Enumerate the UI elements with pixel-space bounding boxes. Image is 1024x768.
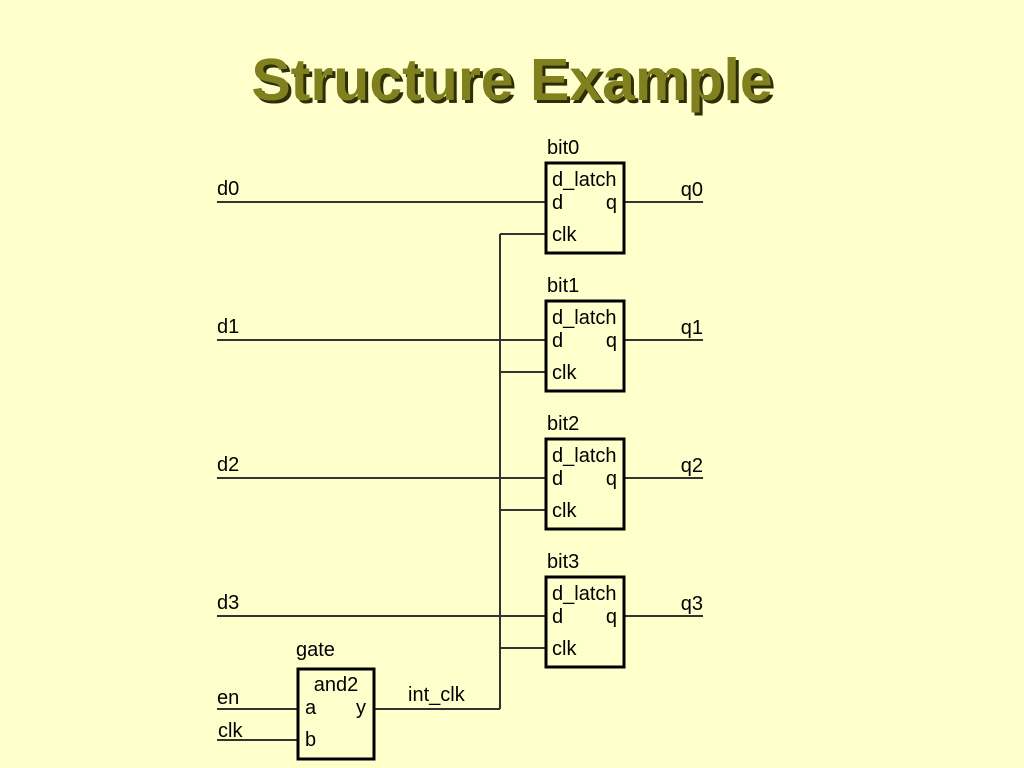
latch-port-q-label: q	[605, 606, 617, 628]
gate-component-label: and2	[313, 674, 359, 696]
latch-port-d-label: d	[552, 330, 564, 352]
latch-bit1: bit1 d_latch d q clk	[545, 275, 625, 391]
gate-and2: gate and2 a y b	[296, 639, 375, 759]
latch-port-clk-label: clk	[552, 638, 577, 660]
signal-label-d3: d3	[217, 592, 240, 614]
latch-instance-label: bit2	[547, 413, 580, 435]
latch-instance-label: bit3	[547, 551, 580, 573]
gate-port-y-label: y	[356, 697, 366, 719]
signal-label-q2: q2	[680, 455, 703, 477]
latch-bit3: bit3 d_latch d q clk	[545, 551, 625, 667]
latch-instance-label: bit0	[547, 137, 580, 159]
latch-port-d-label: d	[552, 468, 564, 490]
signal-label-d2: d2	[217, 454, 240, 476]
latch-port-clk-label: clk	[552, 500, 577, 522]
gate-port-b-label: b	[305, 729, 317, 751]
latch-box-bit1	[544, 299, 626, 393]
latch-bit2: bit2 d_latch d q clk	[545, 413, 625, 529]
latch-box-bit0	[544, 161, 626, 255]
latch-instance-label: bit1	[547, 275, 580, 297]
signal-label-d0: d0	[217, 178, 240, 200]
latch-port-q-label: q	[605, 192, 617, 214]
gate-instance-label: gate	[296, 639, 335, 661]
signal-label-q1: q1	[680, 317, 703, 339]
signal-label-en: en	[217, 687, 240, 709]
gate-port-a-label: a	[305, 697, 317, 719]
signal-label-q0: q0	[680, 179, 703, 201]
latch-port-clk-label: clk	[552, 224, 577, 246]
latch-component-label: d_latch	[552, 583, 617, 605]
latch-component-label: d_latch	[552, 169, 617, 191]
latch-port-d-label: d	[552, 192, 564, 214]
latch-component-label: d_latch	[552, 307, 617, 329]
latch-port-q-label: q	[605, 330, 617, 352]
latch-box-bit2	[544, 437, 626, 531]
gate-box	[296, 667, 376, 761]
latch-port-d-label: d	[552, 606, 564, 628]
latch-box-bit3	[544, 575, 626, 669]
latch-port-q-label: q	[605, 468, 617, 490]
latch-bit0: bit0 d_latch d q clk	[545, 137, 625, 253]
latch-component-label: d_latch	[552, 445, 617, 467]
signal-label-clk: clk	[218, 720, 243, 742]
latch-port-clk-label: clk	[552, 362, 577, 384]
slide-title: Structure Example	[251, 47, 773, 113]
signal-label-d1: d1	[217, 316, 240, 338]
signal-label-q3: q3	[680, 593, 703, 615]
signal-label-int-clk: int_clk	[408, 684, 465, 706]
